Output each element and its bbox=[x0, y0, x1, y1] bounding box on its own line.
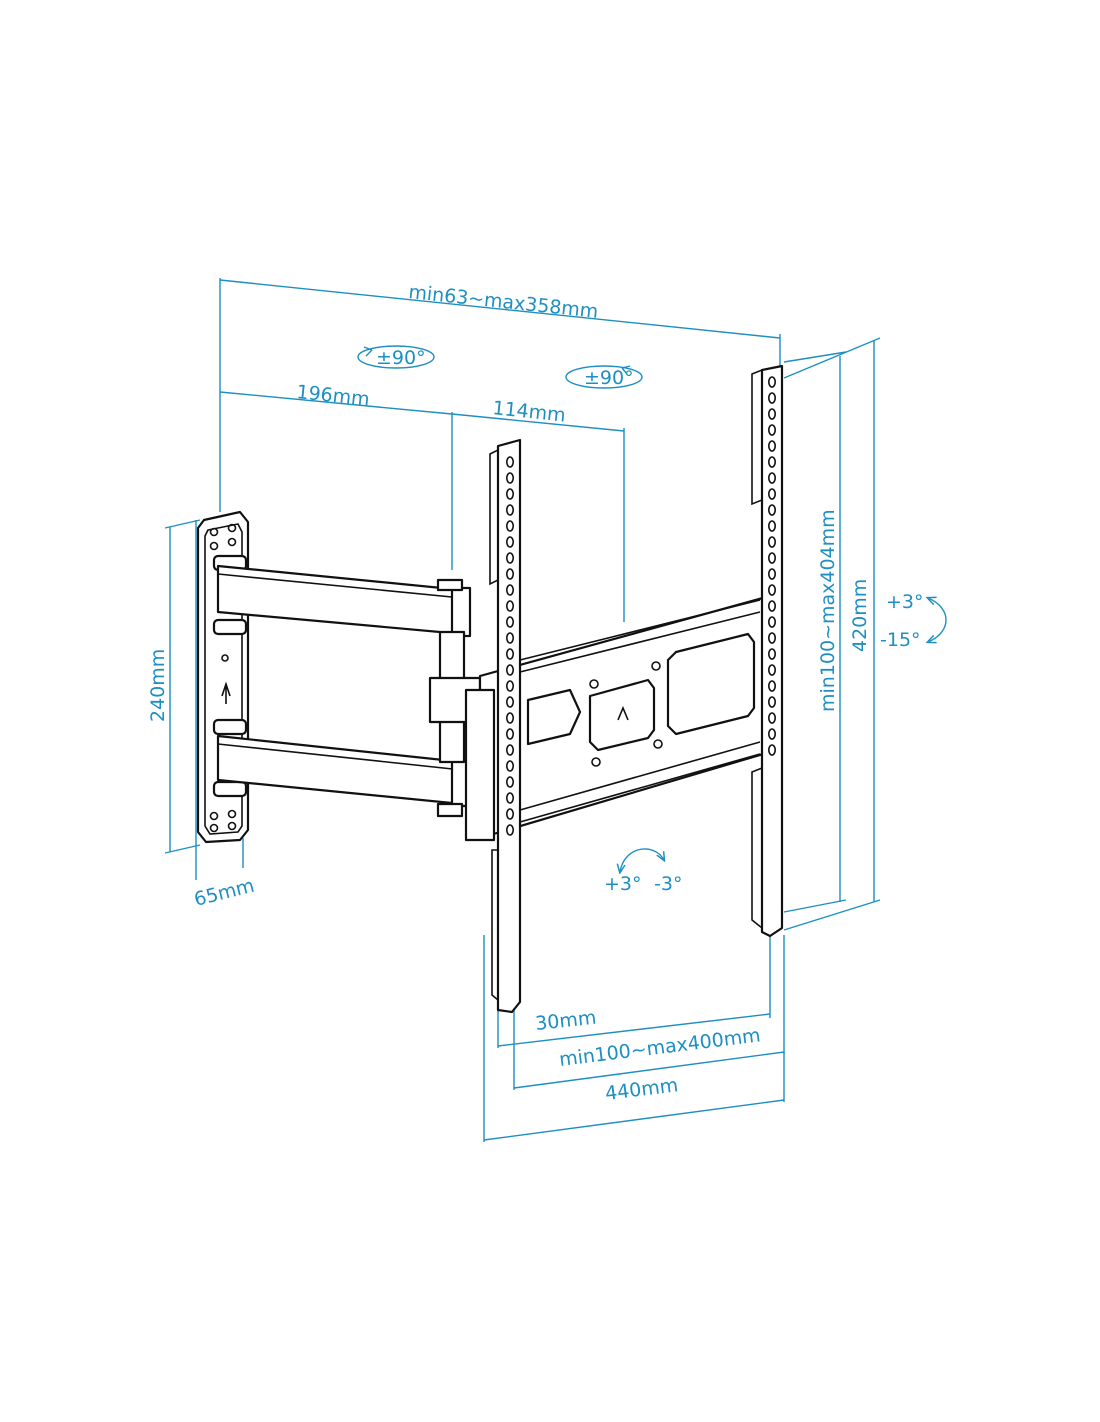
label-swivel-1: ±90° bbox=[376, 347, 426, 369]
rail-hole bbox=[767, 424, 776, 436]
label-wall-plate-depth: 65mm bbox=[192, 875, 257, 911]
rail-hole bbox=[767, 680, 776, 692]
rail-hole bbox=[767, 664, 776, 676]
pivot-column bbox=[428, 630, 482, 764]
rail-hole bbox=[767, 552, 776, 564]
rail-hole bbox=[767, 520, 776, 532]
rail-hole bbox=[505, 776, 514, 788]
label-vesa-vertical: min100~max404mm bbox=[817, 509, 839, 712]
label-bracket-height: 420mm bbox=[849, 579, 871, 652]
label-tilt-down: -15° bbox=[880, 629, 921, 651]
rail-hole bbox=[505, 664, 514, 676]
rail-hole bbox=[767, 376, 776, 388]
label-bracket-width: 440mm bbox=[604, 1074, 679, 1105]
label-wall-plate-height: 240mm bbox=[147, 649, 169, 722]
label-arm1-length: 196mm bbox=[295, 381, 370, 411]
rail-hole bbox=[767, 456, 776, 468]
swivel-arrow-1-icon bbox=[357, 345, 435, 369]
up-chevron-icon bbox=[617, 705, 629, 721]
upper-arm bbox=[216, 564, 472, 638]
rail-hole bbox=[767, 536, 776, 548]
rail-hole bbox=[505, 536, 514, 548]
rail-hole bbox=[767, 584, 776, 596]
rail-hole bbox=[767, 632, 776, 644]
label-vesa-horizontal: min100~max400mm bbox=[558, 1024, 762, 1071]
rail-hole bbox=[767, 744, 776, 756]
label-arm2-length: 114mm bbox=[491, 397, 566, 427]
rail-hole bbox=[505, 648, 514, 660]
level-arrow-icon bbox=[620, 848, 664, 872]
rail-hole bbox=[505, 808, 514, 820]
rail-hole bbox=[505, 600, 514, 612]
rail-hole bbox=[505, 712, 514, 724]
rail-hole bbox=[505, 472, 514, 484]
rail-hole bbox=[505, 456, 514, 468]
rail-hole bbox=[505, 760, 514, 772]
rail-hole bbox=[505, 824, 514, 836]
tilt-arrow-icon bbox=[928, 598, 947, 642]
rail-hole bbox=[767, 600, 776, 612]
dimension-lines bbox=[164, 278, 881, 1142]
rail-hole bbox=[505, 680, 514, 692]
rail-hole bbox=[767, 472, 776, 484]
tv-plate bbox=[464, 594, 778, 842]
rail-hole bbox=[767, 616, 776, 628]
rail-hole bbox=[505, 552, 514, 564]
rail-hole bbox=[767, 712, 776, 724]
label-depth-range: min63~max358mm bbox=[407, 281, 599, 323]
rail-hole bbox=[505, 488, 514, 500]
rail-hole bbox=[767, 568, 776, 580]
rail-hole bbox=[505, 792, 514, 804]
rail-hole bbox=[767, 392, 776, 404]
rail-hole bbox=[505, 504, 514, 516]
right-rail bbox=[751, 364, 784, 938]
rail-hole bbox=[505, 728, 514, 740]
left-rail bbox=[489, 438, 522, 1014]
rail-hole bbox=[767, 488, 776, 500]
rotation-arrows bbox=[357, 345, 947, 872]
wall-plate bbox=[196, 510, 250, 844]
up-arrow-icon bbox=[221, 681, 231, 704]
rail-hole bbox=[505, 584, 514, 596]
rail-hole bbox=[505, 616, 514, 628]
rail-hole bbox=[767, 696, 776, 708]
lower-arm bbox=[216, 734, 472, 818]
label-rail-width: 30mm bbox=[534, 1007, 597, 1035]
rail-hole bbox=[505, 632, 514, 644]
label-level-plus: +3° bbox=[604, 873, 642, 895]
swivel-arrow-2-icon bbox=[565, 365, 643, 389]
rail-hole bbox=[767, 728, 776, 740]
rail-hole bbox=[767, 648, 776, 660]
rail-hole bbox=[505, 520, 514, 532]
label-tilt-up: +3° bbox=[886, 591, 924, 613]
rail-hole bbox=[767, 504, 776, 516]
label-swivel-2: ±90° bbox=[584, 367, 634, 389]
rail-hole bbox=[767, 440, 776, 452]
rail-hole bbox=[505, 696, 514, 708]
rail-hole bbox=[505, 568, 514, 580]
rail-hole bbox=[767, 408, 776, 420]
label-level-minus: -3° bbox=[654, 873, 682, 895]
rail-hole bbox=[505, 744, 514, 756]
